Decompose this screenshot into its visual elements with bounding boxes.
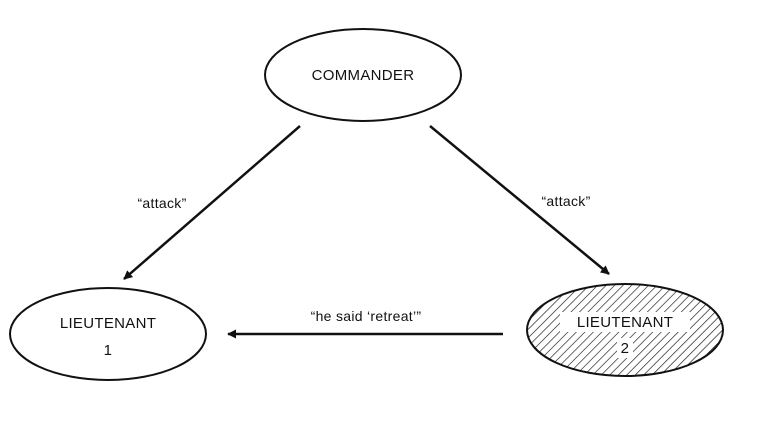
arrow-commander-to-lieutenant-2 (429, 125, 610, 275)
lieutenant-2-label: LIEUTENANT (577, 314, 673, 331)
edge-label-commander-to-lieutenant-1: “attack” (137, 195, 186, 211)
lieutenant-2-label-backing (560, 312, 690, 332)
lieutenant-2-number: 2 (621, 340, 630, 357)
lieutenant-2-node: LIEUTENANT 2 (526, 283, 724, 377)
edge-label-lieutenant-2-to-lieutenant-1: “he said ‘retreat’” (311, 308, 422, 324)
lieutenant-1-label: LIEUTENANT (60, 315, 156, 332)
edge-label-commander-to-lieutenant-2: “attack” (541, 193, 590, 209)
edge-lieutenant-2-to-lieutenant-1: “he said ‘retreat’” (227, 308, 503, 339)
lieutenant-1-ellipse (9, 287, 207, 381)
arrow-commander-to-lieutenant-1 (123, 125, 301, 280)
commander-ellipse (264, 28, 462, 122)
lieutenant-2-number-backing (617, 338, 633, 358)
edge-commander-to-lieutenant-1: “attack” (123, 125, 301, 280)
commander-label: COMMANDER (312, 67, 415, 84)
edge-commander-to-lieutenant-2: “attack” (429, 125, 610, 275)
commander-node: COMMANDER (264, 28, 462, 122)
lieutenant-1-number: 1 (104, 342, 113, 359)
lieutenant-1-node: LIEUTENANT 1 (9, 287, 207, 381)
